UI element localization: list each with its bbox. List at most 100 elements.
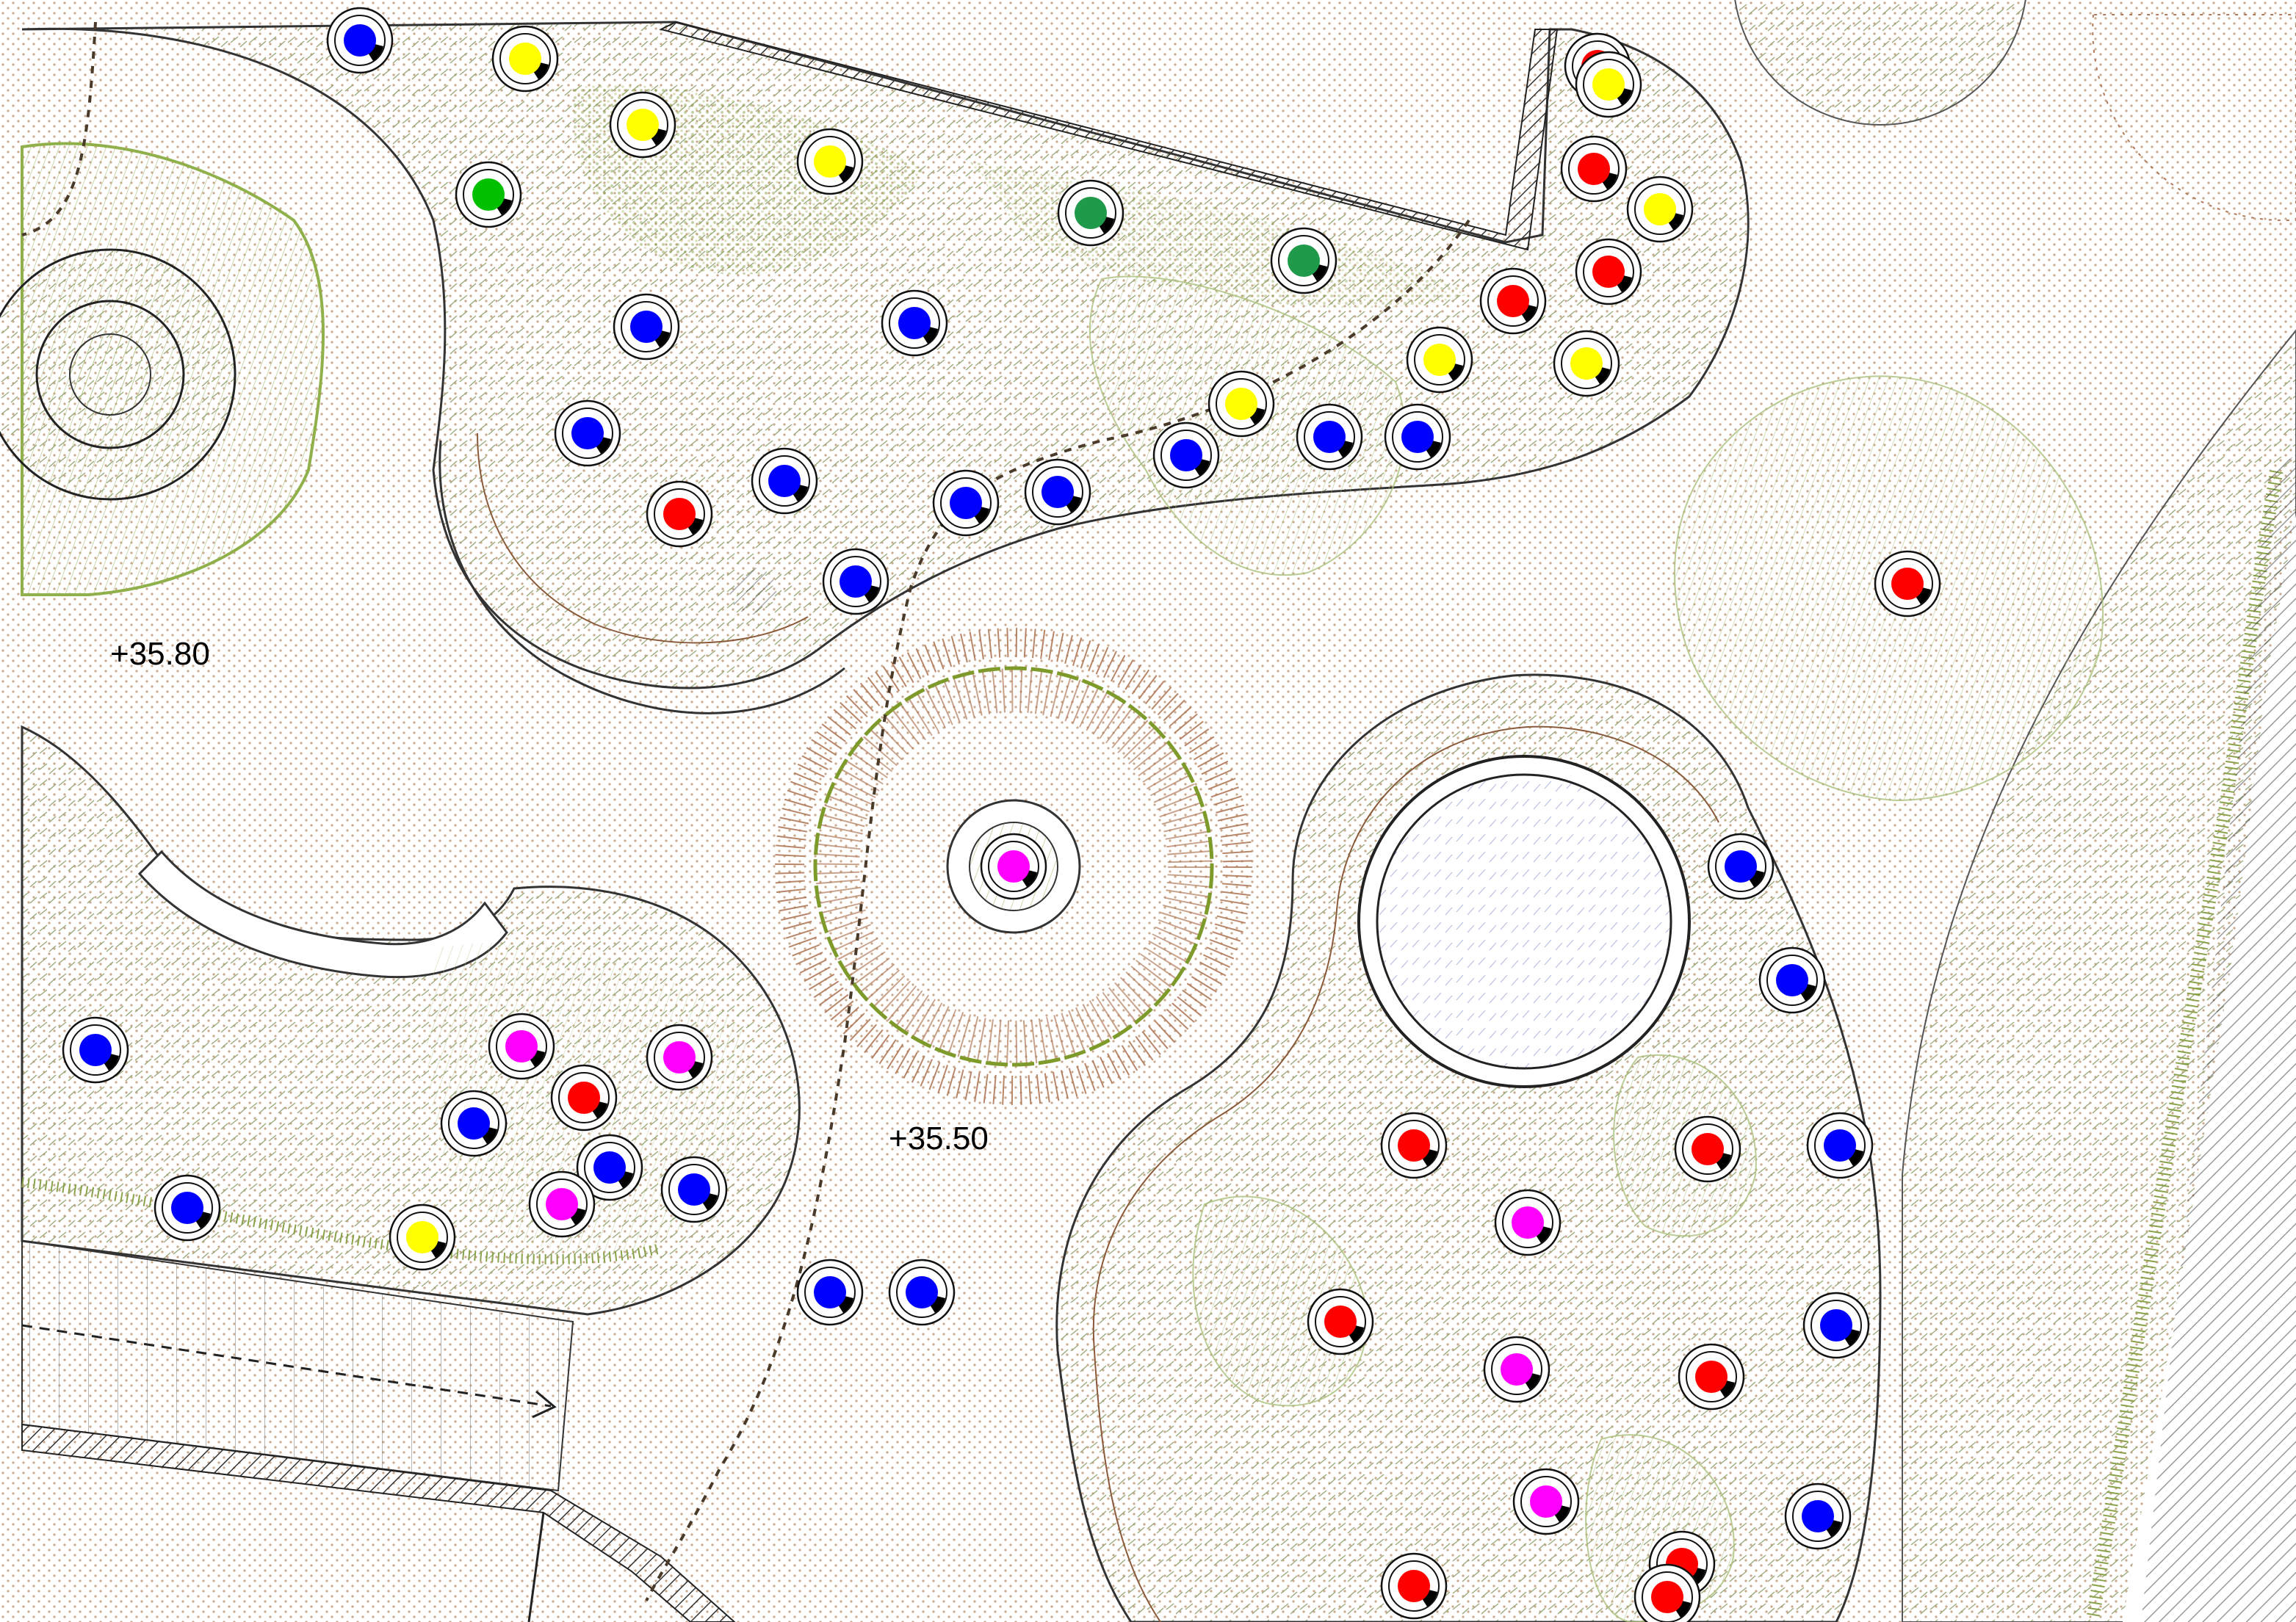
light-fixture-dot (1578, 153, 1610, 185)
light-fixture-dot (1170, 439, 1202, 471)
dashed-service-route (21, 21, 1470, 1601)
light-fixture-inner-ring (1065, 187, 1116, 239)
light-fixture-inner-ring (804, 136, 856, 187)
light-fixture-inner-ring (584, 1142, 635, 1193)
light-fixture-dot (472, 178, 505, 211)
light-fixture-inner-ring (1686, 1351, 1737, 1402)
light-fixture-dot (768, 465, 801, 497)
light-fixture-yellow (1207, 370, 1275, 438)
light-fixture-dot (950, 487, 982, 519)
north-wall (659, 21, 1559, 251)
light-fixture-dot (546, 1188, 578, 1220)
light-fixture-blue (1707, 833, 1775, 900)
light-fixture-inner-ring (1642, 1571, 1693, 1622)
light-fixture-yellow (1553, 330, 1620, 397)
light-fixture-inner-ring (1414, 334, 1465, 385)
light-fixture-yellow (796, 128, 864, 195)
light-fixture-inner-ring (1160, 430, 1212, 481)
light-fixture-dot (814, 145, 846, 178)
light-fixture-blue (1024, 458, 1091, 526)
light-fixture-dot (171, 1192, 203, 1224)
light-fixture-blue (822, 548, 889, 615)
light-fixture-inner-ring (1487, 275, 1539, 327)
light-fixture-dot (571, 417, 604, 449)
light-fixture-blue (1758, 946, 1826, 1014)
light-fixture-inner-ring (463, 169, 514, 220)
south-wall-line (527, 1512, 545, 1622)
light-fixture-red (1678, 1343, 1745, 1411)
light-fixture-inner-ring (499, 33, 551, 84)
light-fixture-blue (326, 7, 394, 74)
light-fixture-dot (1776, 964, 1808, 996)
upper-bed-inner-curb (477, 432, 809, 644)
south-east-bed-inner (1092, 725, 1719, 1622)
light-fixture-red (1874, 550, 1941, 618)
light-fixture-inner-ring (830, 556, 881, 607)
light-fixture-dot (678, 1173, 710, 1206)
light-fixture-dot (663, 498, 696, 530)
light-fixture-dot (627, 109, 659, 141)
light-fixture-magenta (646, 1024, 713, 1091)
light-fixture-blue (932, 469, 1000, 537)
light-fixture-red (1479, 267, 1547, 335)
light-fixture-dot (1530, 1485, 1562, 1518)
light-fixture-yellow (609, 91, 676, 159)
light-fixture-magenta (1512, 1468, 1580, 1535)
light-fixture-inner-ring (654, 1032, 705, 1083)
stair-direction-arrow (21, 1324, 552, 1408)
light-fixture-blue (1152, 421, 1220, 489)
light-fixture-dot (1501, 1353, 1533, 1386)
light-fixture-inner-ring (1304, 411, 1355, 463)
light-fixture-inner-ring (1520, 1476, 1572, 1527)
light-fixture-inner-ring (940, 477, 992, 529)
light-fixture-blue (1296, 403, 1363, 471)
light-fixture-dot (814, 1276, 846, 1308)
upper-planting-bed (21, 21, 1750, 689)
light-fixture-dot (1644, 193, 1676, 225)
light-fixture-inner-ring (1882, 558, 1933, 609)
light-fixture-inner-ring (1634, 184, 1686, 235)
light-fixture-blue (440, 1090, 508, 1157)
light-fixture-inner-ring (617, 99, 668, 151)
light-fixture-inner-ring (621, 301, 672, 352)
light-fixture-dark_green (1057, 179, 1124, 247)
light-fixture-red (646, 480, 713, 548)
light-fixture-magenta (1494, 1189, 1562, 1256)
light-fixture-inner-ring (1583, 59, 1634, 110)
light-fixture-blue (613, 293, 680, 361)
light-fixture-green (455, 161, 522, 228)
light-fixture-dot (1651, 1581, 1683, 1613)
elevation-label-plaza: +35.50 (889, 1120, 989, 1156)
light-fixture-inner-ring (1766, 955, 1818, 1006)
light-fixture-dot (663, 1041, 696, 1074)
light-fixture-blue (1806, 1112, 1874, 1179)
light-fixture-dot (1820, 1309, 1852, 1342)
light-fixture-inner-ring (448, 1098, 499, 1149)
light-fixture-blue (62, 1016, 129, 1084)
light-fixture-dot (1398, 1129, 1430, 1162)
small-tree-mark (729, 568, 776, 615)
light-fixture-inner-ring (1502, 1197, 1553, 1248)
light-fixture-magenta (1483, 1336, 1550, 1403)
light-fixture-inner-ring (1278, 235, 1329, 286)
light-fixture-inner-ring (1491, 1344, 1542, 1395)
light-fixture-dot (1512, 1206, 1544, 1239)
west-bed-bench-wall (137, 850, 508, 979)
light-fixture-inner-ring (162, 1182, 213, 1234)
light-fixture-blue (796, 1259, 864, 1326)
light-fixture-dot (406, 1221, 438, 1253)
light-fixture-dot (1824, 1129, 1856, 1162)
light-fixture-dot (344, 24, 376, 57)
light-fixture-inner-ring (668, 1164, 720, 1215)
light-fixture-dot (79, 1034, 112, 1066)
light-fixture-inner-ring (1388, 1560, 1440, 1612)
light-fixture-dot (1592, 68, 1625, 101)
light-fixture-dot (840, 565, 872, 598)
light-fixture-red (1560, 135, 1628, 203)
light-fixture-red (1380, 1552, 1448, 1620)
light-fixture-inner-ring (1811, 1300, 1862, 1351)
light-fixture-dot (1802, 1500, 1834, 1532)
light-fixtures (62, 7, 1941, 1622)
light-fixture-dot (1401, 421, 1434, 453)
light-fixture-yellow (1406, 326, 1473, 394)
